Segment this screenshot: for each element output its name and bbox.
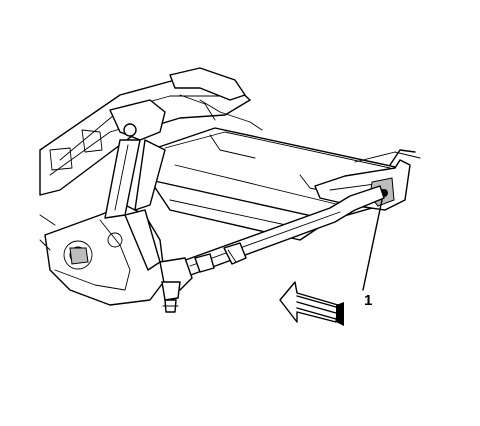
tie-rod-end [159, 257, 193, 313]
callout-1-label: 1 [364, 292, 372, 309]
callout-1-leader [362, 199, 383, 291]
direction-arrow [279, 281, 344, 326]
callout-1: 1 [362, 199, 383, 309]
frame-rail [39, 67, 263, 196]
tie-rod [179, 185, 385, 277]
